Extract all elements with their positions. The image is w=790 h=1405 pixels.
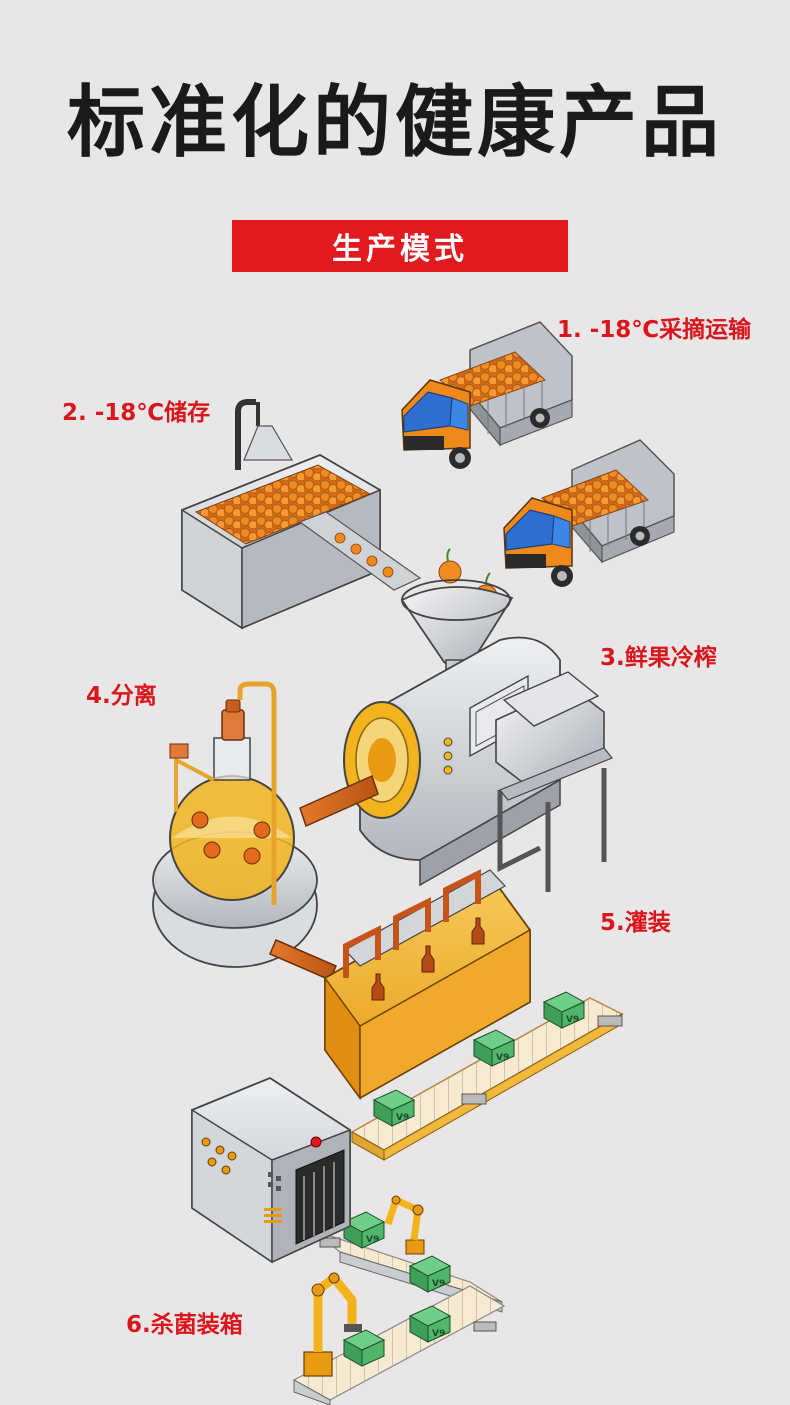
separator-flask-icon	[152, 681, 318, 968]
section-banner: 生产模式	[232, 220, 568, 272]
truck-icon	[503, 439, 675, 587]
svg-text:V9: V9	[366, 1235, 379, 1245]
step-label-storage: 2. -18℃储存	[62, 400, 211, 426]
svg-text:V9: V9	[496, 1053, 509, 1063]
svg-text:V9: V9	[432, 1279, 445, 1289]
pipe-icon	[299, 774, 379, 828]
step-label-sterilize-pack: 6.杀菌装箱	[126, 1312, 243, 1338]
filling-machine-icon	[324, 869, 531, 1101]
robot-arm-icon	[303, 1272, 362, 1377]
svg-text:V9: V9	[396, 1113, 409, 1123]
step-label-filling: 5.灌装	[600, 910, 671, 936]
juicer-machine-icon	[343, 636, 613, 892]
svg-text:V9: V9	[432, 1329, 445, 1339]
sterilizer-icon	[191, 1076, 351, 1264]
storage-tank-icon	[181, 399, 422, 630]
step-label-harvest: 1. -18℃采摘运输	[557, 317, 752, 343]
step-label-separation: 4.分离	[86, 683, 157, 709]
pipe-icon	[269, 939, 337, 981]
truck-icon	[401, 321, 573, 469]
robot-arm-icon	[384, 1195, 425, 1255]
step-label-cold-press: 3.鲜果冷榨	[600, 645, 717, 671]
page-title: 标准化的健康产品	[66, 78, 723, 168]
svg-text:V9: V9	[566, 1015, 579, 1025]
box-icon: V9 V9 V9 V9	[342, 991, 586, 1367]
